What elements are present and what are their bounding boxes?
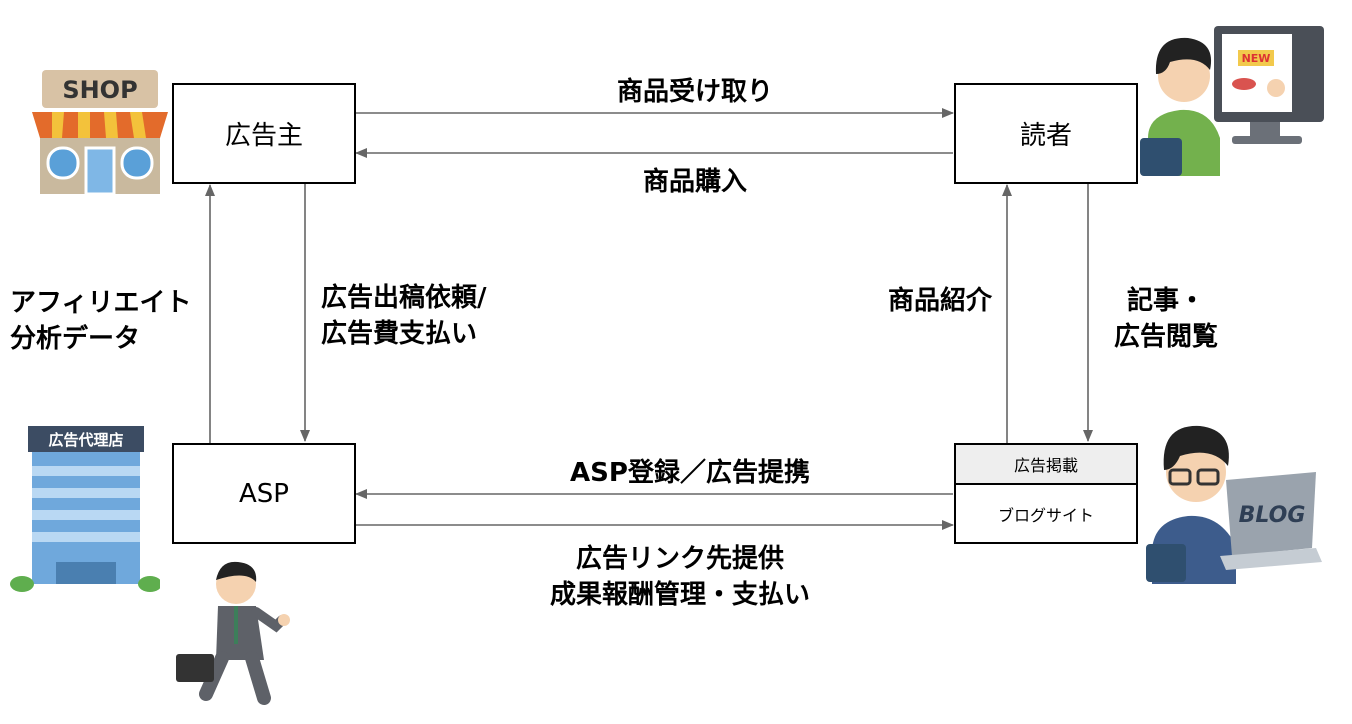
blog-site-body: ブログサイト <box>956 485 1136 542</box>
blog-site-node: 広告掲載 ブログサイト <box>954 443 1138 544</box>
shop-sign-text: SHOP <box>62 76 137 104</box>
asp-node: ASP <box>172 443 356 544</box>
label-asp-register: ASP登録／広告提携 <box>570 458 810 488</box>
shop-illustration: SHOP <box>32 70 168 196</box>
label-ad-request-line-1: 広告出稿依頼/ <box>321 283 487 313</box>
label-article-view-line-2: 広告閲覧 <box>1113 322 1218 352</box>
label-affiliate-data-line-1: アフィリエイト <box>10 288 192 318</box>
reader-label: 読者 <box>1019 121 1072 151</box>
label-ad-request: 広告出稿依頼/ 広告費支払い <box>321 280 487 352</box>
reader-node: 読者 <box>954 83 1138 184</box>
label-article-view-line-1: 記事・ <box>1126 286 1205 316</box>
label-affiliate-data-line-2: 分析データ <box>10 324 141 354</box>
label-ad-request-line-2: 広告費支払い <box>321 319 478 349</box>
asp-label: ASP <box>239 478 289 509</box>
label-link-provide-line-2: 成果報酬管理・支払い <box>549 580 810 610</box>
label-link-provide-line-1: 広告リンク先提供 <box>575 544 784 574</box>
blogger-laptop-illustration: BLOG <box>1146 425 1322 584</box>
blog-screen-text: BLOG <box>1239 503 1306 528</box>
label-product-intro: 商品紹介 <box>888 286 993 316</box>
advertiser-label: 広告主 <box>224 121 303 151</box>
label-link-provide: 広告リンク先提供 成果報酬管理・支払い <box>510 541 850 613</box>
businessman-illustration <box>176 561 290 705</box>
label-product-receive: 商品受け取り <box>616 77 773 107</box>
agency-sign-text: 広告代理店 <box>48 431 123 449</box>
blog-site-body-label: ブログサイト <box>997 505 1094 525</box>
agency-building-illustration: 広告代理店 <box>10 426 160 592</box>
blog-site-header-label: 広告掲載 <box>1013 456 1078 475</box>
reader-computer-illustration: NEW <box>1140 26 1324 176</box>
monitor-badge-text: NEW <box>1242 52 1271 65</box>
advertiser-node: 広告主 <box>172 83 356 184</box>
blog-site-header: 広告掲載 <box>956 445 1136 485</box>
label-product-purchase: 商品購入 <box>642 167 747 197</box>
label-article-view: 記事・ 広告閲覧 <box>1096 283 1236 355</box>
label-affiliate-data: アフィリエイト 分析データ <box>10 285 191 357</box>
